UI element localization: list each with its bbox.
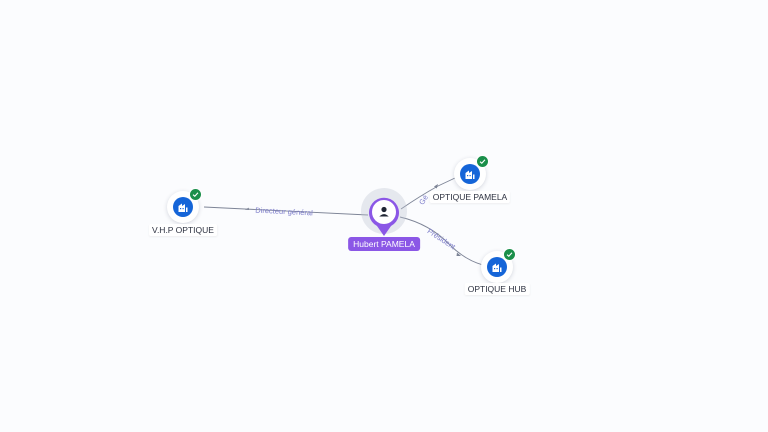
edge-vhp-optique [203,206,369,216]
edge-optique-pamela [400,177,456,210]
person-label-hubert-pamela[interactable]: Hubert PAMELA [348,237,420,251]
company-node-vhp-optique[interactable] [167,188,202,223]
edge-label-pamela: Gé [417,193,430,206]
user-icon [379,206,389,217]
building-icon [460,164,480,184]
building-icon [487,257,507,277]
edge-optique-hub [399,216,484,266]
company-node-optique-hub[interactable] [481,248,516,283]
verified-check-icon [503,248,516,261]
edge-label-vhp: Directeur général [255,206,313,218]
edge-label-hub: Président [426,227,458,252]
verified-check-icon [476,155,489,168]
verified-check-icon [189,188,202,201]
company-label-vhp-optique[interactable]: V.H.P OPTIQUE [149,224,217,236]
person-node-hubert-pamela[interactable] [367,195,401,237]
company-label-optique-pamela[interactable]: OPTIQUE PAMELA [429,191,511,203]
company-node-optique-pamela[interactable] [454,155,489,190]
company-label-optique-hub[interactable]: OPTIQUE HUB [464,283,530,295]
building-icon [173,197,193,217]
